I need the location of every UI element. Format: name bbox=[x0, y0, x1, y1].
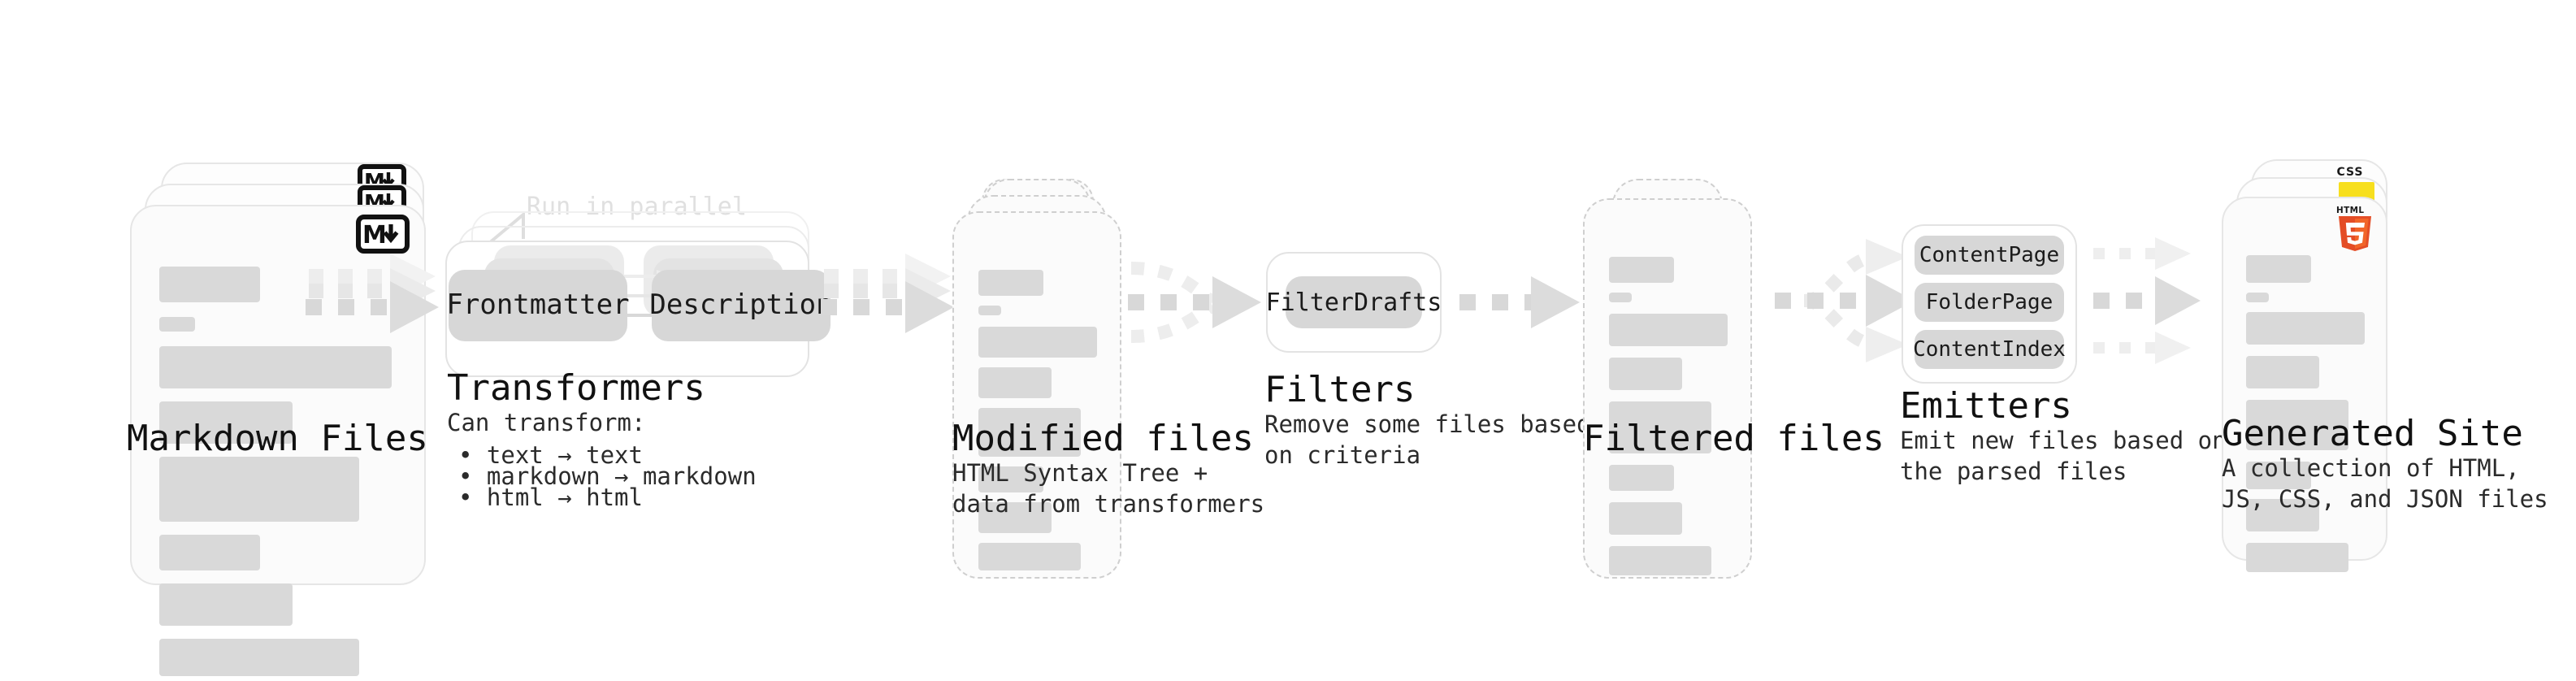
skeleton-bar bbox=[1609, 257, 1674, 283]
skeleton-bar bbox=[1609, 293, 1632, 302]
markdown-files-card-stack: M M M bbox=[130, 163, 455, 676]
skeleton-bar bbox=[159, 583, 293, 626]
flow-arrow-4 bbox=[1459, 276, 1580, 328]
stage-title-modified-files: Modified files bbox=[952, 419, 1254, 460]
filter-node-filterdrafts[interactable]: FilterDrafts bbox=[1266, 276, 1442, 328]
stage-title-transformers: Transformers bbox=[447, 369, 705, 410]
skeleton-bar bbox=[159, 535, 260, 570]
flow-arrow-3 bbox=[1128, 262, 1261, 343]
skeleton-bar bbox=[978, 367, 1052, 398]
stage-title-filtered-files: Filtered files bbox=[1583, 419, 1884, 460]
generated-site-card-stack: CSS HTML bbox=[2222, 159, 2547, 572]
markdown-logo-icon: M bbox=[356, 215, 410, 254]
transformer-node-label: Frontmatter bbox=[446, 289, 630, 322]
flow-arrow-1 bbox=[306, 254, 439, 333]
transformer-node-label: Description bbox=[649, 289, 833, 322]
skeleton-bar bbox=[1609, 546, 1711, 575]
skeleton-bar bbox=[159, 267, 260, 302]
generated-site-subtitle: A collection of HTML, JS, CSS, and JSON … bbox=[2222, 457, 2548, 514]
skeleton-bar bbox=[2246, 400, 2348, 450]
flow-arrow-2 bbox=[821, 254, 954, 333]
skeleton-bar bbox=[2246, 543, 2348, 572]
emitter-node-folderpage[interactable]: FolderPage bbox=[1915, 283, 2064, 322]
emitter-node-contentpage[interactable]: ContentPage bbox=[1915, 236, 2064, 275]
modified-files-subtitle: HTML Syntax Tree + data from transformer… bbox=[952, 462, 1265, 518]
skeleton-bar bbox=[1609, 502, 1682, 535]
skeleton-bar bbox=[2246, 312, 2365, 345]
skeleton-bar bbox=[2246, 293, 2269, 302]
skeleton-bar bbox=[978, 306, 1001, 315]
skeleton-bar bbox=[159, 457, 359, 522]
skeleton-bar bbox=[978, 502, 1052, 533]
skeleton-bar bbox=[978, 466, 1043, 492]
svg-text:HTML: HTML bbox=[2336, 206, 2364, 215]
flow-arrow-5-fanout bbox=[1775, 239, 1915, 362]
transformers-group-stack: Frontmatter Description bbox=[419, 211, 842, 390]
transformers-bullet-0: • text → text bbox=[458, 444, 643, 470]
filtered-files-card-stack bbox=[1583, 179, 1876, 579]
skeleton-bar bbox=[978, 543, 1081, 570]
modified-files-card-stack bbox=[952, 179, 1277, 579]
skeleton-bar bbox=[2246, 356, 2319, 388]
skeleton-bar bbox=[2246, 462, 2311, 489]
transformer-node-description[interactable]: Description bbox=[649, 270, 833, 341]
skeleton-bar bbox=[159, 401, 293, 444]
skeleton-bar bbox=[978, 327, 1097, 358]
skeleton-bar bbox=[1609, 465, 1674, 491]
filters-subtitle: Remove some files based on criteria bbox=[1264, 413, 1591, 470]
html5-logo-icon: HTML bbox=[2334, 203, 2376, 252]
transformers-bullet-2: • html → html bbox=[458, 486, 643, 512]
skeleton-bar bbox=[1609, 314, 1728, 346]
filter-node-label: FilterDrafts bbox=[1265, 288, 1442, 317]
stage-title-emitters: Emitters bbox=[1900, 387, 2072, 427]
flow-arrow-6 bbox=[2093, 237, 2201, 364]
transformers-subtitle: Can transform: bbox=[447, 411, 646, 437]
skeleton-bar bbox=[978, 270, 1043, 296]
emitter-node-label: FolderPage bbox=[1925, 290, 2053, 314]
css3-logo-label: CSS bbox=[2336, 166, 2364, 179]
stage-title-generated-site: Generated Site bbox=[2222, 414, 2523, 455]
emitters-subtitle: Emit new files based on the parsed files bbox=[1900, 429, 2227, 486]
transformers-bullet-1: • markdown → markdown bbox=[458, 465, 757, 491]
skeleton-bar bbox=[159, 346, 392, 388]
run-in-parallel-label: Run in parallel bbox=[527, 192, 747, 221]
emitter-node-label: ContentPage bbox=[1919, 243, 2060, 267]
transformer-node-frontmatter[interactable]: Frontmatter bbox=[446, 270, 630, 341]
skeleton-bar bbox=[2246, 255, 2311, 283]
stage-title-markdown-files: Markdown Files bbox=[127, 419, 428, 460]
skeleton-bar bbox=[2246, 499, 2319, 531]
skeleton-bar bbox=[1609, 358, 1682, 390]
skeleton-bar bbox=[159, 639, 359, 676]
svg-text:M: M bbox=[362, 221, 386, 249]
stage-title-filters: Filters bbox=[1264, 371, 1416, 411]
emitter-node-contentindex[interactable]: ContentIndex bbox=[1913, 330, 2066, 369]
skeleton-bar bbox=[1609, 401, 1711, 453]
emitter-node-label: ContentIndex bbox=[1913, 337, 2066, 362]
skeleton-bar bbox=[159, 317, 195, 332]
skeleton-bar bbox=[978, 408, 1081, 457]
